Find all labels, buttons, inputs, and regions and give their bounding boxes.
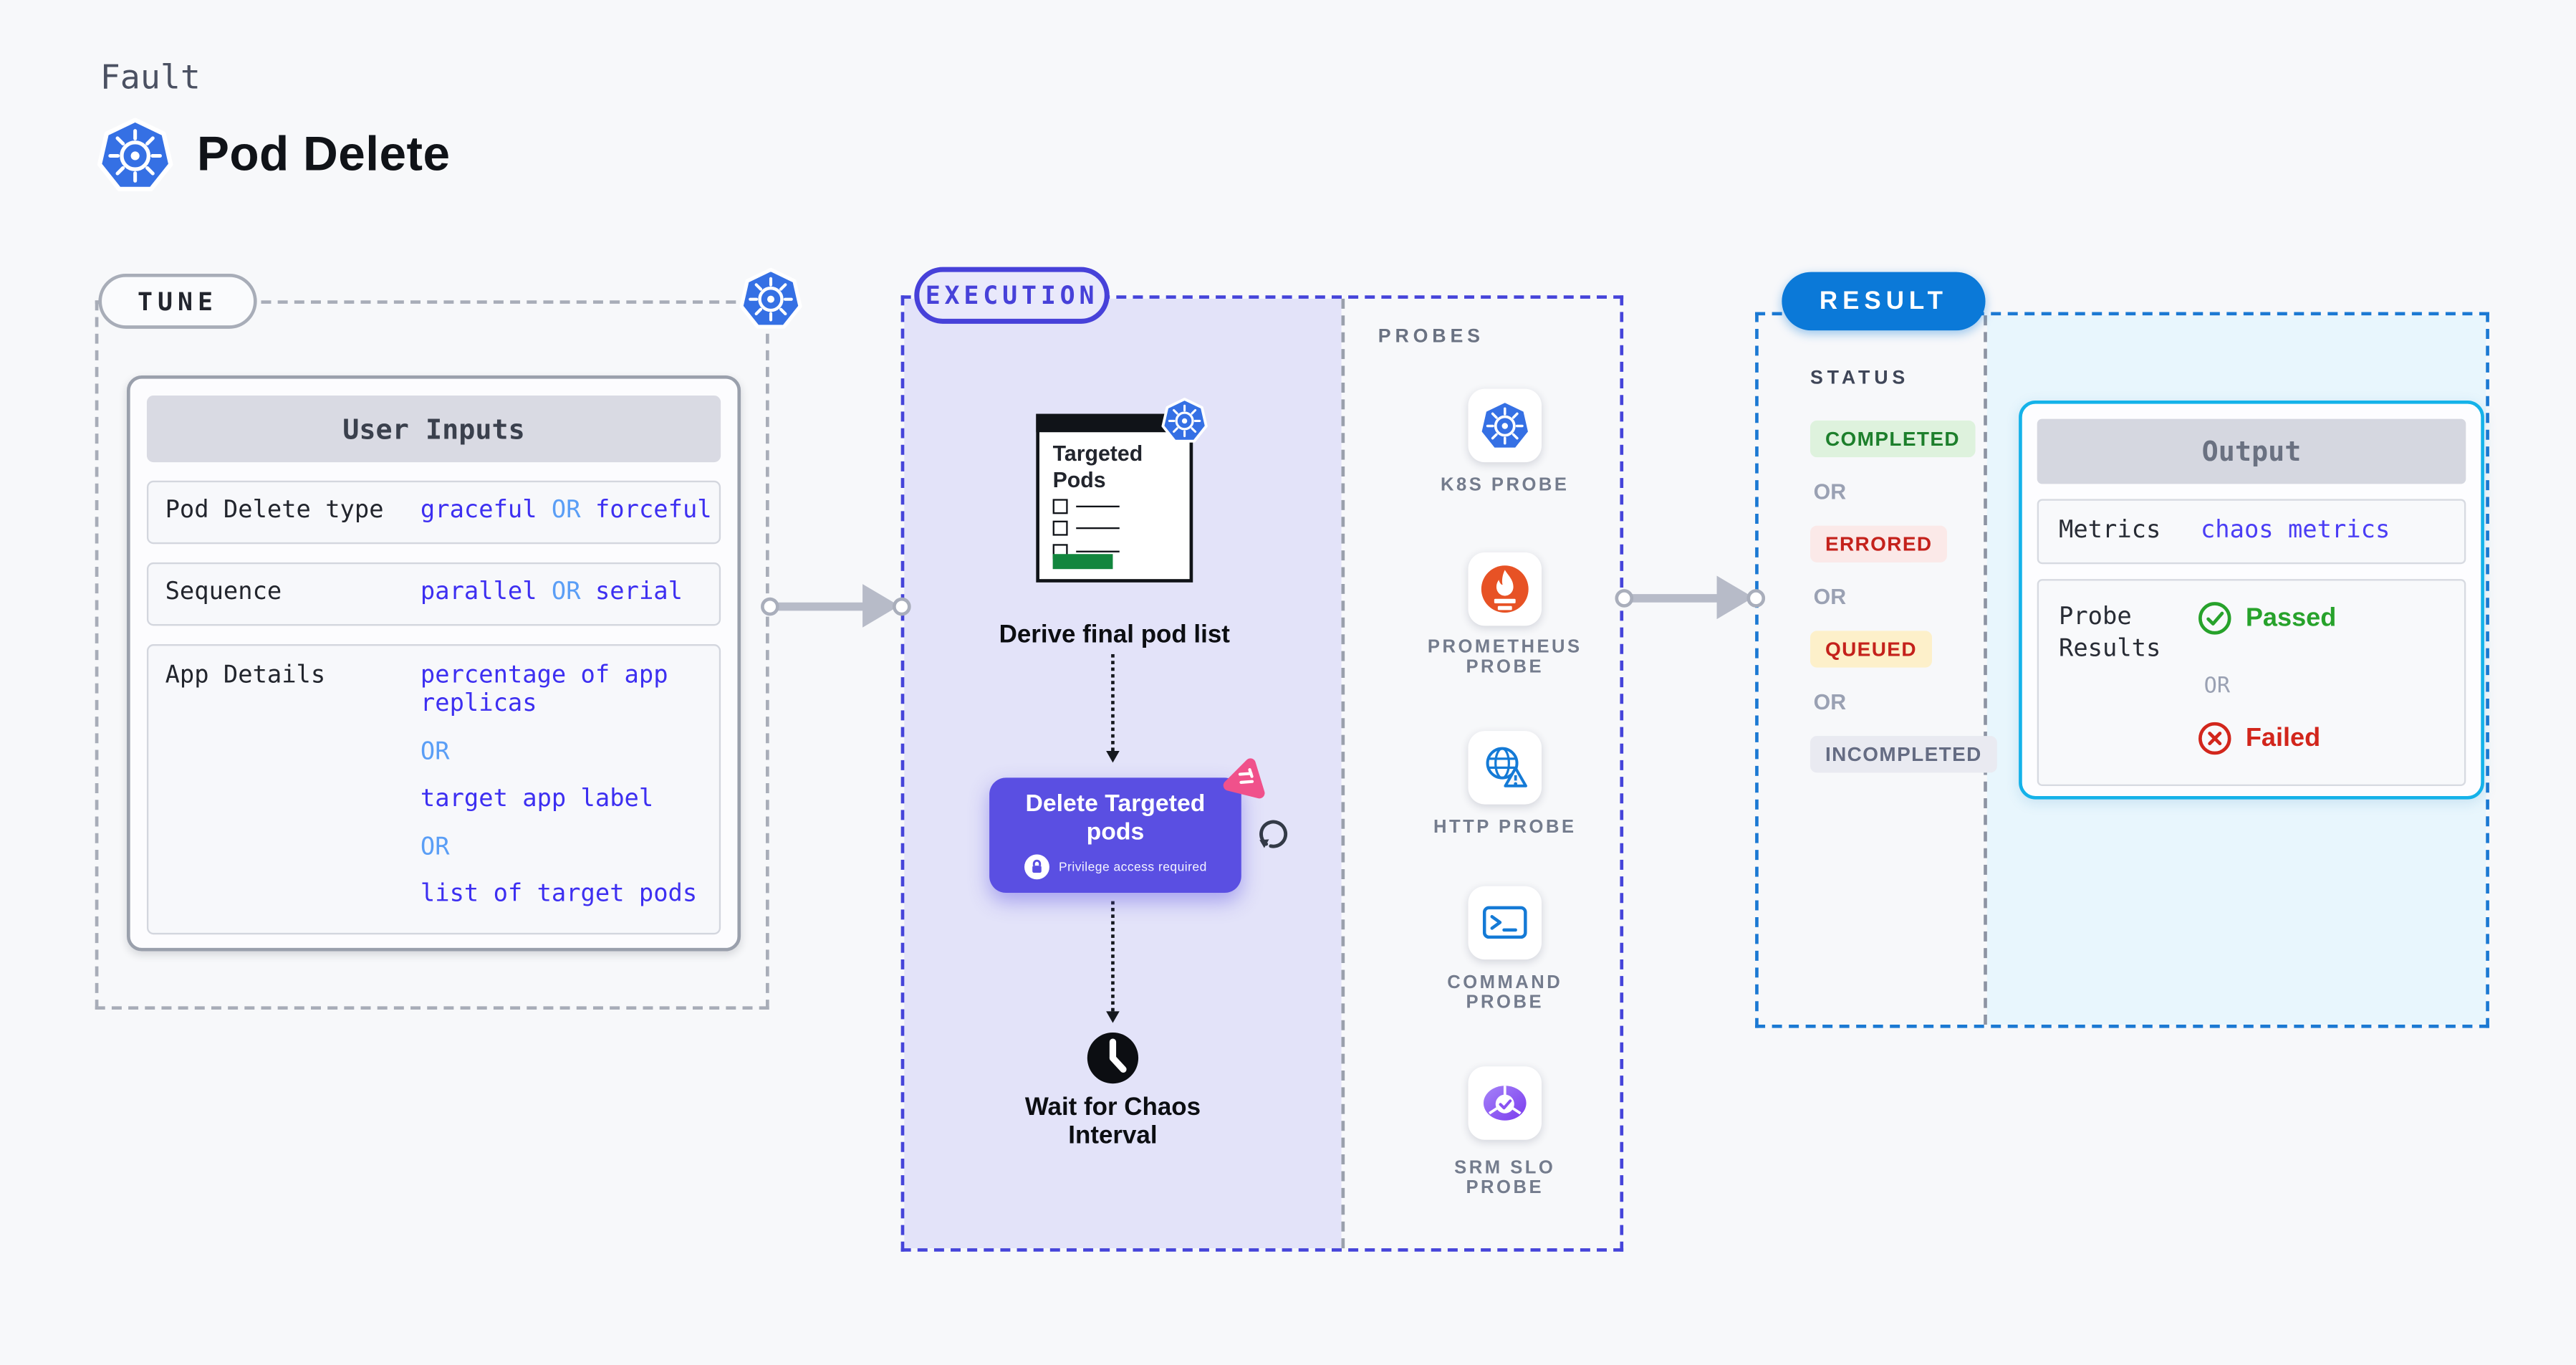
clock-icon xyxy=(1085,1030,1141,1086)
checkbox-icon xyxy=(1052,520,1068,536)
checklist-item xyxy=(1052,520,1120,536)
input-row-sequence: Sequence parallel OR serial xyxy=(146,562,721,626)
probe-label: SRM SLO PROBE xyxy=(1454,1158,1556,1198)
probe-result-failed: Failed xyxy=(2197,721,2320,756)
status-column: COMPLETED OR ERRORED OR QUEUED OR INCOMP… xyxy=(1810,420,1997,773)
terminal-icon xyxy=(1479,896,1532,950)
probe-label: HTTP PROBE xyxy=(1433,818,1577,838)
probe-card-k8s xyxy=(1468,388,1542,463)
or-separator: OR xyxy=(2203,674,2231,699)
x-circle-icon xyxy=(2198,722,2231,755)
option-value: list of target pods xyxy=(420,881,698,908)
lock-icon xyxy=(1024,854,1049,880)
output-panel: Output Metrics chaos metrics Probe Resul… xyxy=(2019,400,2484,800)
page-title: Pod Delete xyxy=(196,128,451,182)
option-value: target app label xyxy=(420,785,654,813)
progress-bar xyxy=(1052,554,1113,570)
status-badge-errored: ERRORED xyxy=(1810,525,1948,562)
input-value: parallel OR serial xyxy=(420,579,683,606)
flow-arrow xyxy=(761,584,910,628)
kubernetes-icon xyxy=(739,267,803,331)
execution-section-label: EXECUTION xyxy=(914,267,1110,324)
check-circle-icon xyxy=(2198,602,2231,635)
status-badge-incompleted: INCOMPLETED xyxy=(1810,736,1997,773)
line-icon xyxy=(1076,504,1120,507)
pod-checklist xyxy=(1039,491,1120,559)
metrics-value: chaos metrics xyxy=(2200,517,2390,545)
probe-result-passed: Passed xyxy=(2197,600,2336,636)
connector-dot xyxy=(1746,588,1764,607)
card-title: Targeted Pods xyxy=(1052,440,1143,492)
probe-label: PROMETHEUS PROBE xyxy=(1427,637,1582,677)
tune-section-label: TUNE xyxy=(98,273,257,329)
kubernetes-icon xyxy=(1479,399,1532,453)
prometheus-icon xyxy=(1479,562,1532,616)
probes-divider xyxy=(1341,298,1345,1249)
line-icon xyxy=(1076,527,1120,530)
checkbox-icon xyxy=(1052,498,1068,514)
or-separator: OR xyxy=(1813,689,1847,714)
chaos-litmus-icon xyxy=(1223,752,1272,801)
privilege-note: Privilege access required xyxy=(989,854,1241,880)
probe-card-srm-slo xyxy=(1468,1066,1542,1140)
output-label: Probe Results xyxy=(2059,604,2161,663)
status-badge-completed: COMPLETED xyxy=(1810,420,1975,458)
node-title: Delete Targeted pods xyxy=(1025,790,1206,846)
http-globe-icon xyxy=(1479,741,1532,795)
derive-pod-list-label: Derive final pod list xyxy=(999,621,1230,649)
execution-section-box xyxy=(900,295,1624,1252)
arrow-line xyxy=(1623,593,1729,602)
input-value-list: percentage of app replicas OR target app… xyxy=(420,663,713,910)
or-separator: OR xyxy=(1813,584,1847,610)
output-label: Metrics xyxy=(2059,517,2161,545)
option-value: percentage of app replicas xyxy=(420,662,668,718)
probes-column-title: PROBES xyxy=(1378,327,1484,348)
connector-dot xyxy=(891,596,910,616)
result-section-box xyxy=(1755,312,2489,1028)
privilege-text: Privilege access required xyxy=(1058,859,1207,875)
input-value: graceful OR forceful xyxy=(420,497,712,525)
status-divider xyxy=(1984,315,1987,1025)
input-row-pod-delete-type: Pod Delete type graceful OR forceful xyxy=(146,480,721,545)
kubernetes-icon xyxy=(97,117,173,193)
flow-dotted-arrow xyxy=(1105,901,1119,1023)
checklist-item xyxy=(1052,498,1120,514)
flow-arrow xyxy=(1615,575,1764,620)
output-header: Output xyxy=(2037,418,2466,484)
fault-kicker: Fault xyxy=(100,57,201,97)
input-label: Sequence xyxy=(165,579,282,606)
connector-dot xyxy=(1615,588,1634,607)
loop-refresh-icon xyxy=(1259,820,1288,848)
status-badge-queued: QUEUED xyxy=(1810,631,1932,668)
or-separator: OR xyxy=(420,833,450,861)
delete-targeted-pods-node: Delete Targeted pods Privilege access re… xyxy=(989,777,1241,894)
user-inputs-header: User Inputs xyxy=(146,395,721,463)
probe-label: K8S PROBE xyxy=(1440,475,1570,496)
or-separator: OR xyxy=(1813,479,1847,504)
flow-dotted-arrow xyxy=(1105,653,1119,763)
status-column-title: STATUS xyxy=(1810,368,1910,389)
input-row-app-details: App Details percentage of app replicas O… xyxy=(146,643,721,935)
input-label: Pod Delete type xyxy=(165,497,384,525)
output-row-probe-results: Probe Results Passed OR Failed xyxy=(2037,579,2466,786)
probe-label: COMMAND PROBE xyxy=(1447,972,1563,1012)
result-section-label: RESULT xyxy=(1782,272,1986,331)
slo-pie-icon xyxy=(1479,1076,1532,1130)
probe-card-http xyxy=(1468,731,1542,805)
probe-card-command xyxy=(1468,886,1542,960)
kubernetes-icon xyxy=(1161,397,1208,444)
connector-dot xyxy=(761,596,779,616)
probe-card-prometheus xyxy=(1468,552,1542,626)
wait-chaos-interval-label: Wait for Chaos Interval xyxy=(1024,1093,1201,1150)
or-separator: OR xyxy=(420,738,450,765)
arrow-line xyxy=(769,601,875,610)
input-label: App Details xyxy=(165,662,326,689)
line-icon xyxy=(1076,550,1120,552)
output-row-metrics: Metrics chaos metrics xyxy=(2037,499,2466,565)
tune-section-box xyxy=(95,300,769,1010)
